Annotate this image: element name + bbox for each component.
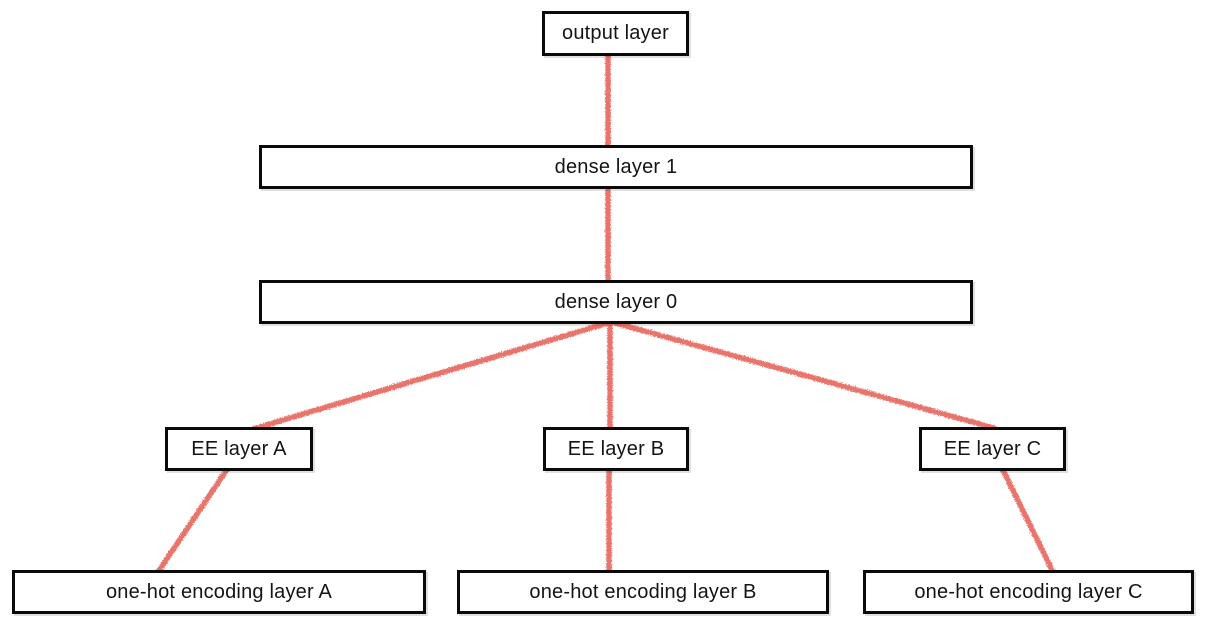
node-output-layer: output layer: [542, 11, 689, 56]
node-onehot-encoding-layer-c: one-hot encoding layer C: [863, 570, 1194, 614]
edge-eeC-to-dense0: [609, 319, 997, 431]
node-label: EE layer B: [567, 437, 665, 460]
node-onehot-encoding-layer-a: one-hot encoding layer A: [12, 570, 426, 614]
edge-onehotA-to-eeA: [155, 465, 231, 575]
node-label: EE layer C: [943, 437, 1042, 460]
node-dense-layer-1: dense layer 1: [259, 145, 973, 189]
node-label: dense layer 1: [554, 155, 678, 178]
node-label: output layer: [562, 22, 669, 44]
node-dense-layer-0: dense layer 0: [259, 280, 973, 324]
edge-onehotC-to-eeC: [999, 465, 1056, 575]
node-onehot-encoding-layer-b: one-hot encoding layer B: [457, 570, 829, 614]
node-label: EE layer A: [191, 437, 287, 460]
node-ee-layer-b: EE layer B: [543, 427, 689, 471]
edge-eeA-to-dense0: [250, 319, 614, 432]
node-label: dense layer 0: [554, 290, 678, 313]
node-label: one-hot encoding layer B: [529, 580, 757, 603]
node-ee-layer-a: EE layer A: [165, 427, 313, 471]
node-label: one-hot encoding layer A: [105, 580, 333, 603]
node-label: one-hot encoding layer C: [914, 580, 1143, 603]
node-ee-layer-c: EE layer C: [919, 427, 1066, 471]
